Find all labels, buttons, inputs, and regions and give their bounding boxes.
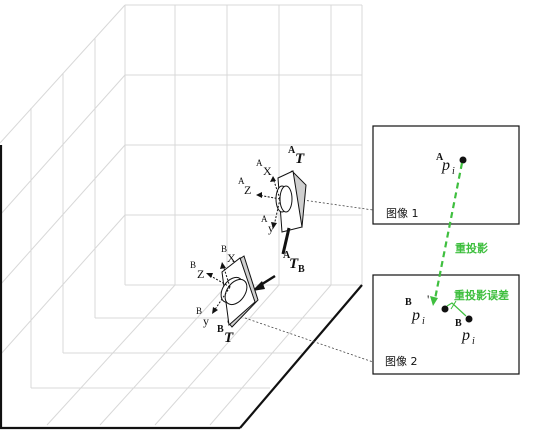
camera-B-transform-main: T [224, 330, 234, 346]
camera-B-axis-x-main: X [227, 251, 236, 265]
relative-transform-sub: B [298, 264, 305, 275]
camera-A-axis-y-arrow [271, 222, 277, 229]
image-2-reprojected-point [441, 305, 449, 313]
reprojection-error-label: 重投影误差 [454, 288, 509, 302]
camera-B-axis-z-main: Z [197, 267, 204, 281]
projection-line-B [244, 317, 374, 363]
image-1-point [459, 156, 467, 164]
camera-B-axis-x-arrow [220, 262, 226, 269]
camera-A-axis-z-main: Z [244, 183, 251, 197]
camera-A-axis-y-main: y [268, 221, 274, 235]
camera-A-axis-y-sup: A [261, 214, 268, 224]
image-2-reprojected-sup: B [405, 297, 412, 308]
camera-B-axis-x-sup: B [221, 244, 227, 254]
camera-B-axis-y-sup: B [196, 306, 202, 316]
camera-B-transform-sup: B [217, 324, 224, 335]
camera-A-axis-z-sup: A [238, 176, 245, 186]
camera-B-pointer-arrowhead [252, 281, 265, 291]
camera-A-axis-x-label: A [256, 158, 263, 168]
camera-A-axis-x-arrow [270, 176, 276, 182]
image-2-point-sup: B [455, 318, 462, 329]
image-1-caption: 图像 1 [386, 207, 419, 220]
image-1-frame [372, 125, 520, 225]
image-2-frame [372, 274, 520, 375]
relative-transform-sup: A [283, 250, 291, 261]
camera-A-lens-rim [279, 185, 293, 213]
frame-edges [0, 145, 363, 430]
image-2-reprojected-prime: ' [427, 292, 429, 307]
camera-B-axes [208, 264, 231, 312]
relative-transform-main: T [289, 256, 299, 272]
camera-A [275, 170, 307, 233]
camera-B-axis-z-arrow [206, 273, 213, 278]
reprojection-label: 重投影 [455, 241, 488, 255]
reprojection-arrowhead [430, 296, 438, 306]
camera-B [220, 255, 259, 328]
image-1-point-sup: A [436, 152, 444, 163]
camera-B-axis-y-arrow [212, 307, 218, 314]
camera-A-transform-sup: A [288, 145, 296, 156]
image-2-reprojected-main: p [411, 307, 420, 324]
image-2-reprojected-sub: i [422, 316, 425, 327]
image-1-point-main: p [441, 157, 450, 174]
camera-A-axis-z-arrow [256, 192, 262, 198]
image-1-point-sub: i [452, 166, 455, 177]
image-2-caption: 图像 2 [385, 355, 418, 368]
reprojection-line [433, 162, 464, 300]
relative-transform-link [281, 227, 291, 255]
image-2-point-main: p [461, 327, 470, 344]
camera-B-axis-y-main: y [203, 314, 209, 328]
camera-A-transform-main: T [295, 151, 305, 167]
camera-A-axis-x-main: X [263, 164, 272, 178]
image-2-point-sub: i [472, 336, 475, 347]
image-2-point [465, 315, 473, 323]
reprojection-error-bracket [446, 302, 467, 317]
camera-B-axis-z-sup: B [190, 260, 196, 270]
grid-lines [0, 4, 363, 426]
camera-B-lens-rim [224, 278, 248, 306]
